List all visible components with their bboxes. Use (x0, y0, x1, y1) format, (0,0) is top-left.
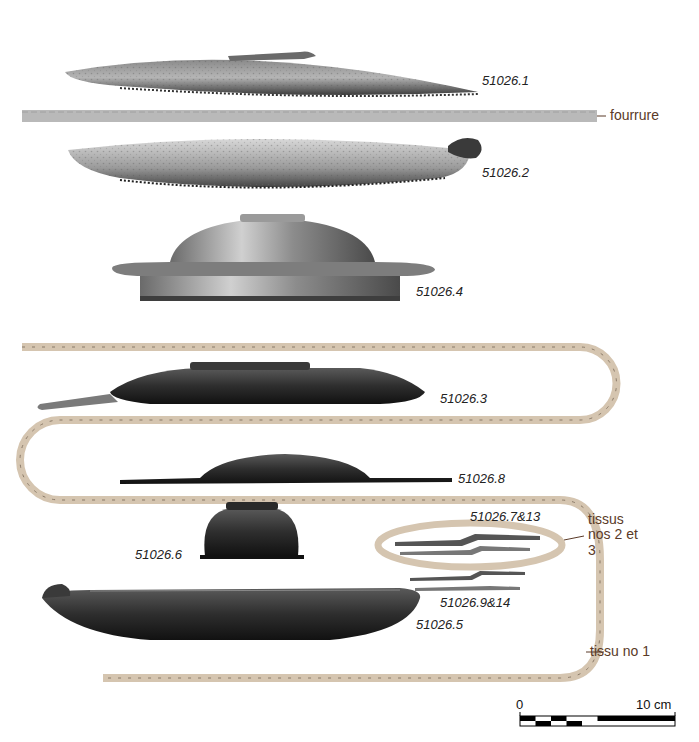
material-label: tissus nos 2 et 3 (588, 512, 640, 558)
material-label: fourrure (610, 108, 659, 123)
material-label: tissu no 1 (590, 644, 650, 659)
part-number: 51026.1 (482, 74, 529, 88)
scale-label: 10 cm (636, 698, 671, 712)
part-number: 51026.2 (482, 166, 529, 180)
part-number: 51026.4 (416, 285, 463, 299)
part-number: 51026.6 (135, 548, 182, 562)
part-number: 51026.8 (458, 472, 505, 486)
scale-label: 0 (516, 698, 523, 712)
part-number: 51026.3 (440, 392, 487, 406)
part-number: 51026.5 (416, 618, 463, 632)
part-number: 51026.7&13 (470, 510, 540, 524)
part-number: 51026.9&14 (440, 596, 510, 610)
